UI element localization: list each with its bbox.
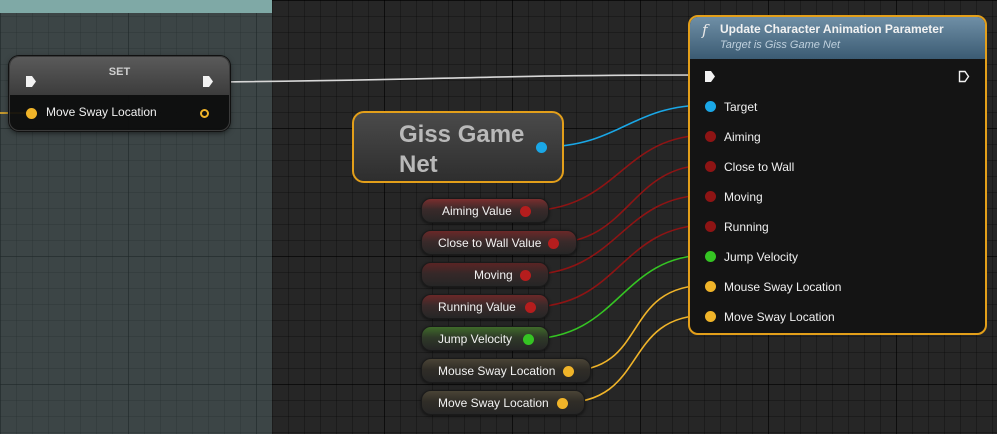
input-label-target: Target <box>724 100 758 114</box>
wire-aiming <box>523 134 709 212</box>
struct-pin-icon[interactable] <box>563 366 574 377</box>
mouse-sway-location-pin-icon[interactable] <box>705 281 716 292</box>
getter-label: Jump Velocity <box>438 332 513 346</box>
exec-wire <box>214 74 707 83</box>
set-node-title: SET <box>108 66 131 78</box>
exec-out-pin-icon[interactable] <box>202 75 214 88</box>
wire-target <box>540 104 709 148</box>
input-label-close-to-wall: Close to Wall <box>724 160 795 174</box>
exec-in-pin-icon[interactable] <box>25 75 37 88</box>
moving-pin-icon[interactable] <box>705 191 716 202</box>
wire-jump-velocity <box>526 254 709 340</box>
move-sway-location-pin-icon[interactable] <box>705 311 716 322</box>
getter-label: Close to Wall Value <box>438 236 542 250</box>
target-pin-icon[interactable] <box>705 101 716 112</box>
getter-label: Running Value <box>438 300 516 314</box>
close-to-wall-pin-icon[interactable] <box>705 161 716 172</box>
jump-velocity-getter[interactable]: Jump Velocity <box>421 326 549 351</box>
set-node[interactable]: SET Move Sway Location <box>9 56 230 131</box>
jump-velocity-pin-icon[interactable] <box>705 251 716 262</box>
wire-mouse-sway <box>566 284 709 372</box>
struct-pin-icon[interactable] <box>557 398 568 409</box>
function-icon: f <box>702 21 708 39</box>
set-node-header <box>10 57 229 95</box>
input-label-aiming: Aiming <box>724 130 761 144</box>
close-to-wall-value-getter[interactable]: Close to Wall Value <box>421 230 577 255</box>
update-character-animation-parameter-node[interactable]: f Update Character Animation Parameter T… <box>688 15 987 335</box>
float-pin-icon[interactable] <box>523 334 534 345</box>
getter-label: Mouse Sway Location <box>438 364 556 378</box>
giss-game-net-node[interactable]: Giss Game Net <box>352 111 564 183</box>
input-label-jump-velocity: Jump Velocity <box>724 250 799 264</box>
running-pin-icon[interactable] <box>705 221 716 232</box>
input-label-move-sway-location: Move Sway Location <box>724 310 835 324</box>
wire-move-sway <box>560 314 709 404</box>
mouse-sway-location-getter[interactable]: Mouse Sway Location <box>421 358 591 383</box>
exec-out-pin-icon[interactable] <box>958 70 970 83</box>
moving-getter[interactable]: Moving <box>421 262 549 287</box>
function-node-title: Update Character Animation Parameter <box>720 22 944 36</box>
exec-in-pin-icon[interactable] <box>704 70 716 83</box>
aiming-value-getter[interactable]: Aiming Value <box>421 198 549 223</box>
function-node-subtitle: Target is Giss Game Net <box>720 39 841 51</box>
getter-label: Moving <box>474 268 513 282</box>
giss-game-net-title: Giss Game Net <box>399 121 525 178</box>
getter-label: Move Sway Location <box>438 396 549 410</box>
bool-pin-icon[interactable] <box>520 270 531 281</box>
bool-pin-icon[interactable] <box>520 206 531 217</box>
wire-moving <box>523 194 709 276</box>
set-pin-label: Move Sway Location <box>46 105 157 119</box>
move-sway-location-in-pin-icon[interactable] <box>26 108 37 119</box>
giss-game-net-out-pin-icon[interactable] <box>536 142 547 153</box>
function-node-header <box>690 17 985 59</box>
move-sway-location-out-pin-icon[interactable] <box>200 109 209 118</box>
input-label-mouse-sway-location: Mouse Sway Location <box>724 280 842 294</box>
wire-running <box>528 224 709 308</box>
wire-close-to-wall <box>551 164 709 244</box>
input-label-moving: Moving <box>724 190 763 204</box>
move-sway-location-getter[interactable]: Move Sway Location <box>421 390 585 415</box>
getter-label: Aiming Value <box>442 204 512 218</box>
input-label-running: Running <box>724 220 769 234</box>
bool-pin-icon[interactable] <box>525 302 536 313</box>
aiming-pin-icon[interactable] <box>705 131 716 142</box>
running-value-getter[interactable]: Running Value <box>421 294 549 319</box>
comment-header[interactable] <box>0 0 272 13</box>
bool-pin-icon[interactable] <box>548 238 559 249</box>
